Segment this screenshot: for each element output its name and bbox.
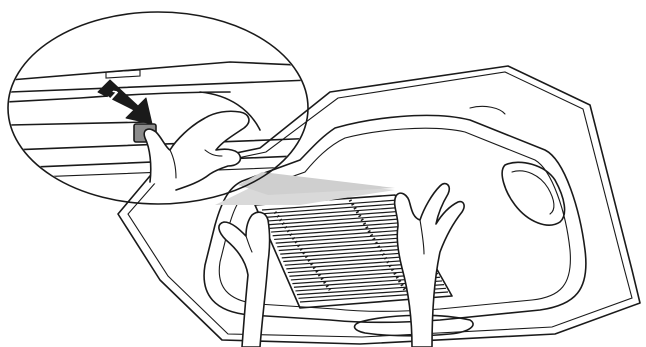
corner-vent-top: [470, 106, 505, 114]
left-hand: [219, 212, 270, 347]
hand-pressing-tab: [144, 111, 249, 190]
corner-vent-right: [502, 162, 564, 225]
